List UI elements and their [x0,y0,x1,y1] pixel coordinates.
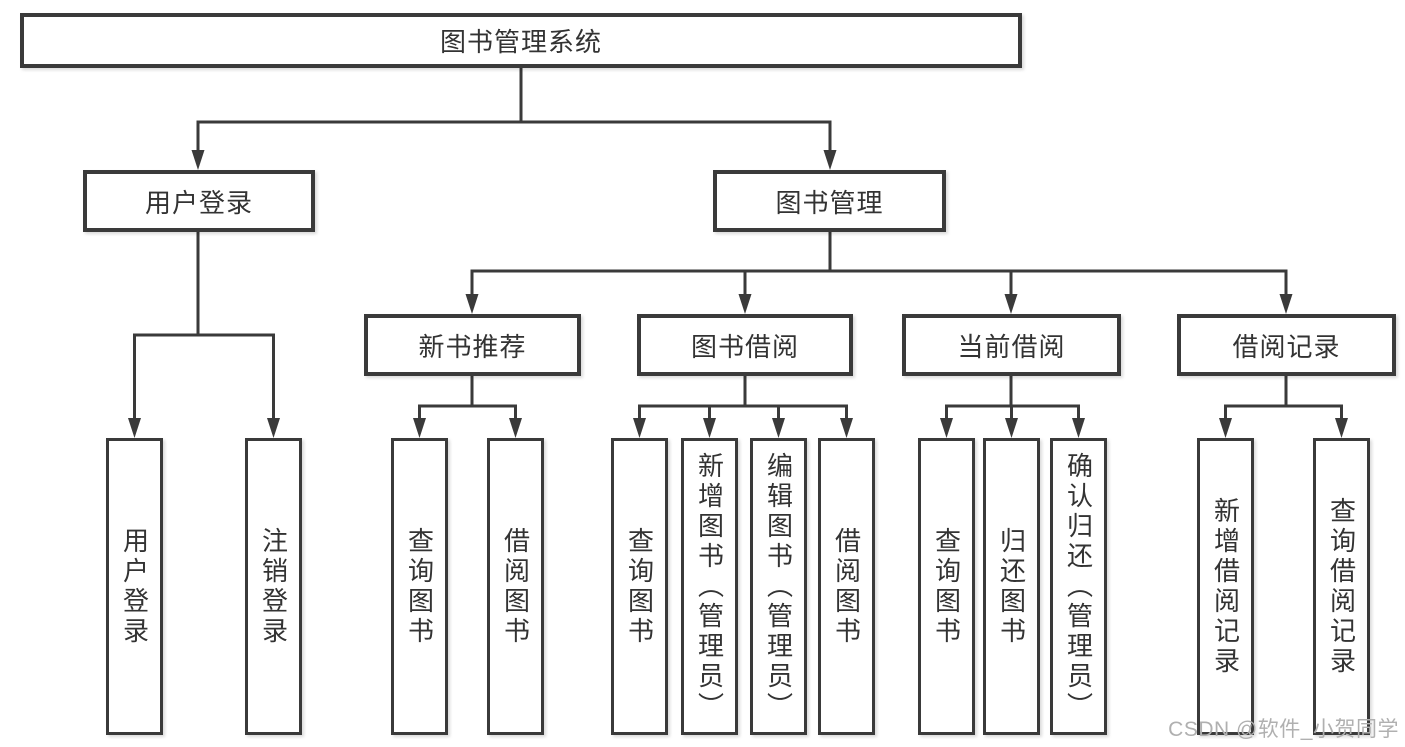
leaf-confirm-return-admin: 确认归还（管理员） [1050,438,1107,735]
leaf-user-login: 用户登录 [106,438,163,735]
node-current-borrow: 当前借阅 [902,314,1121,376]
leaf-query-books-recommend: 查询图书 [391,438,448,735]
node-book-management: 图书管理 [713,170,946,232]
leaf-add-book-admin: 新增图书（管理员） [681,438,738,735]
leaf-borrow-books-recommend: 借阅图书 [487,438,544,735]
watermark: CSDN @软件_小贺同学 [1168,718,1399,741]
leaf-query-books-current: 查询图书 [918,438,975,735]
node-user-login: 用户登录 [83,170,315,232]
node-book-borrow: 图书借阅 [637,314,853,376]
node-borrow-records: 借阅记录 [1177,314,1396,376]
leaf-query-books-borrow: 查询图书 [611,438,668,735]
leaf-logout: 注销登录 [245,438,302,735]
node-library-management-system: 图书管理系统 [20,13,1022,68]
leaf-add-borrow-record: 新增借阅记录 [1197,438,1254,735]
leaf-query-borrow-record: 查询借阅记录 [1313,438,1370,735]
leaf-edit-book-admin: 编辑图书（管理员） [750,438,807,735]
node-new-book-recommend: 新书推荐 [364,314,581,376]
leaf-borrow-books-borrow: 借阅图书 [818,438,875,735]
leaf-return-book: 归还图书 [983,438,1040,735]
